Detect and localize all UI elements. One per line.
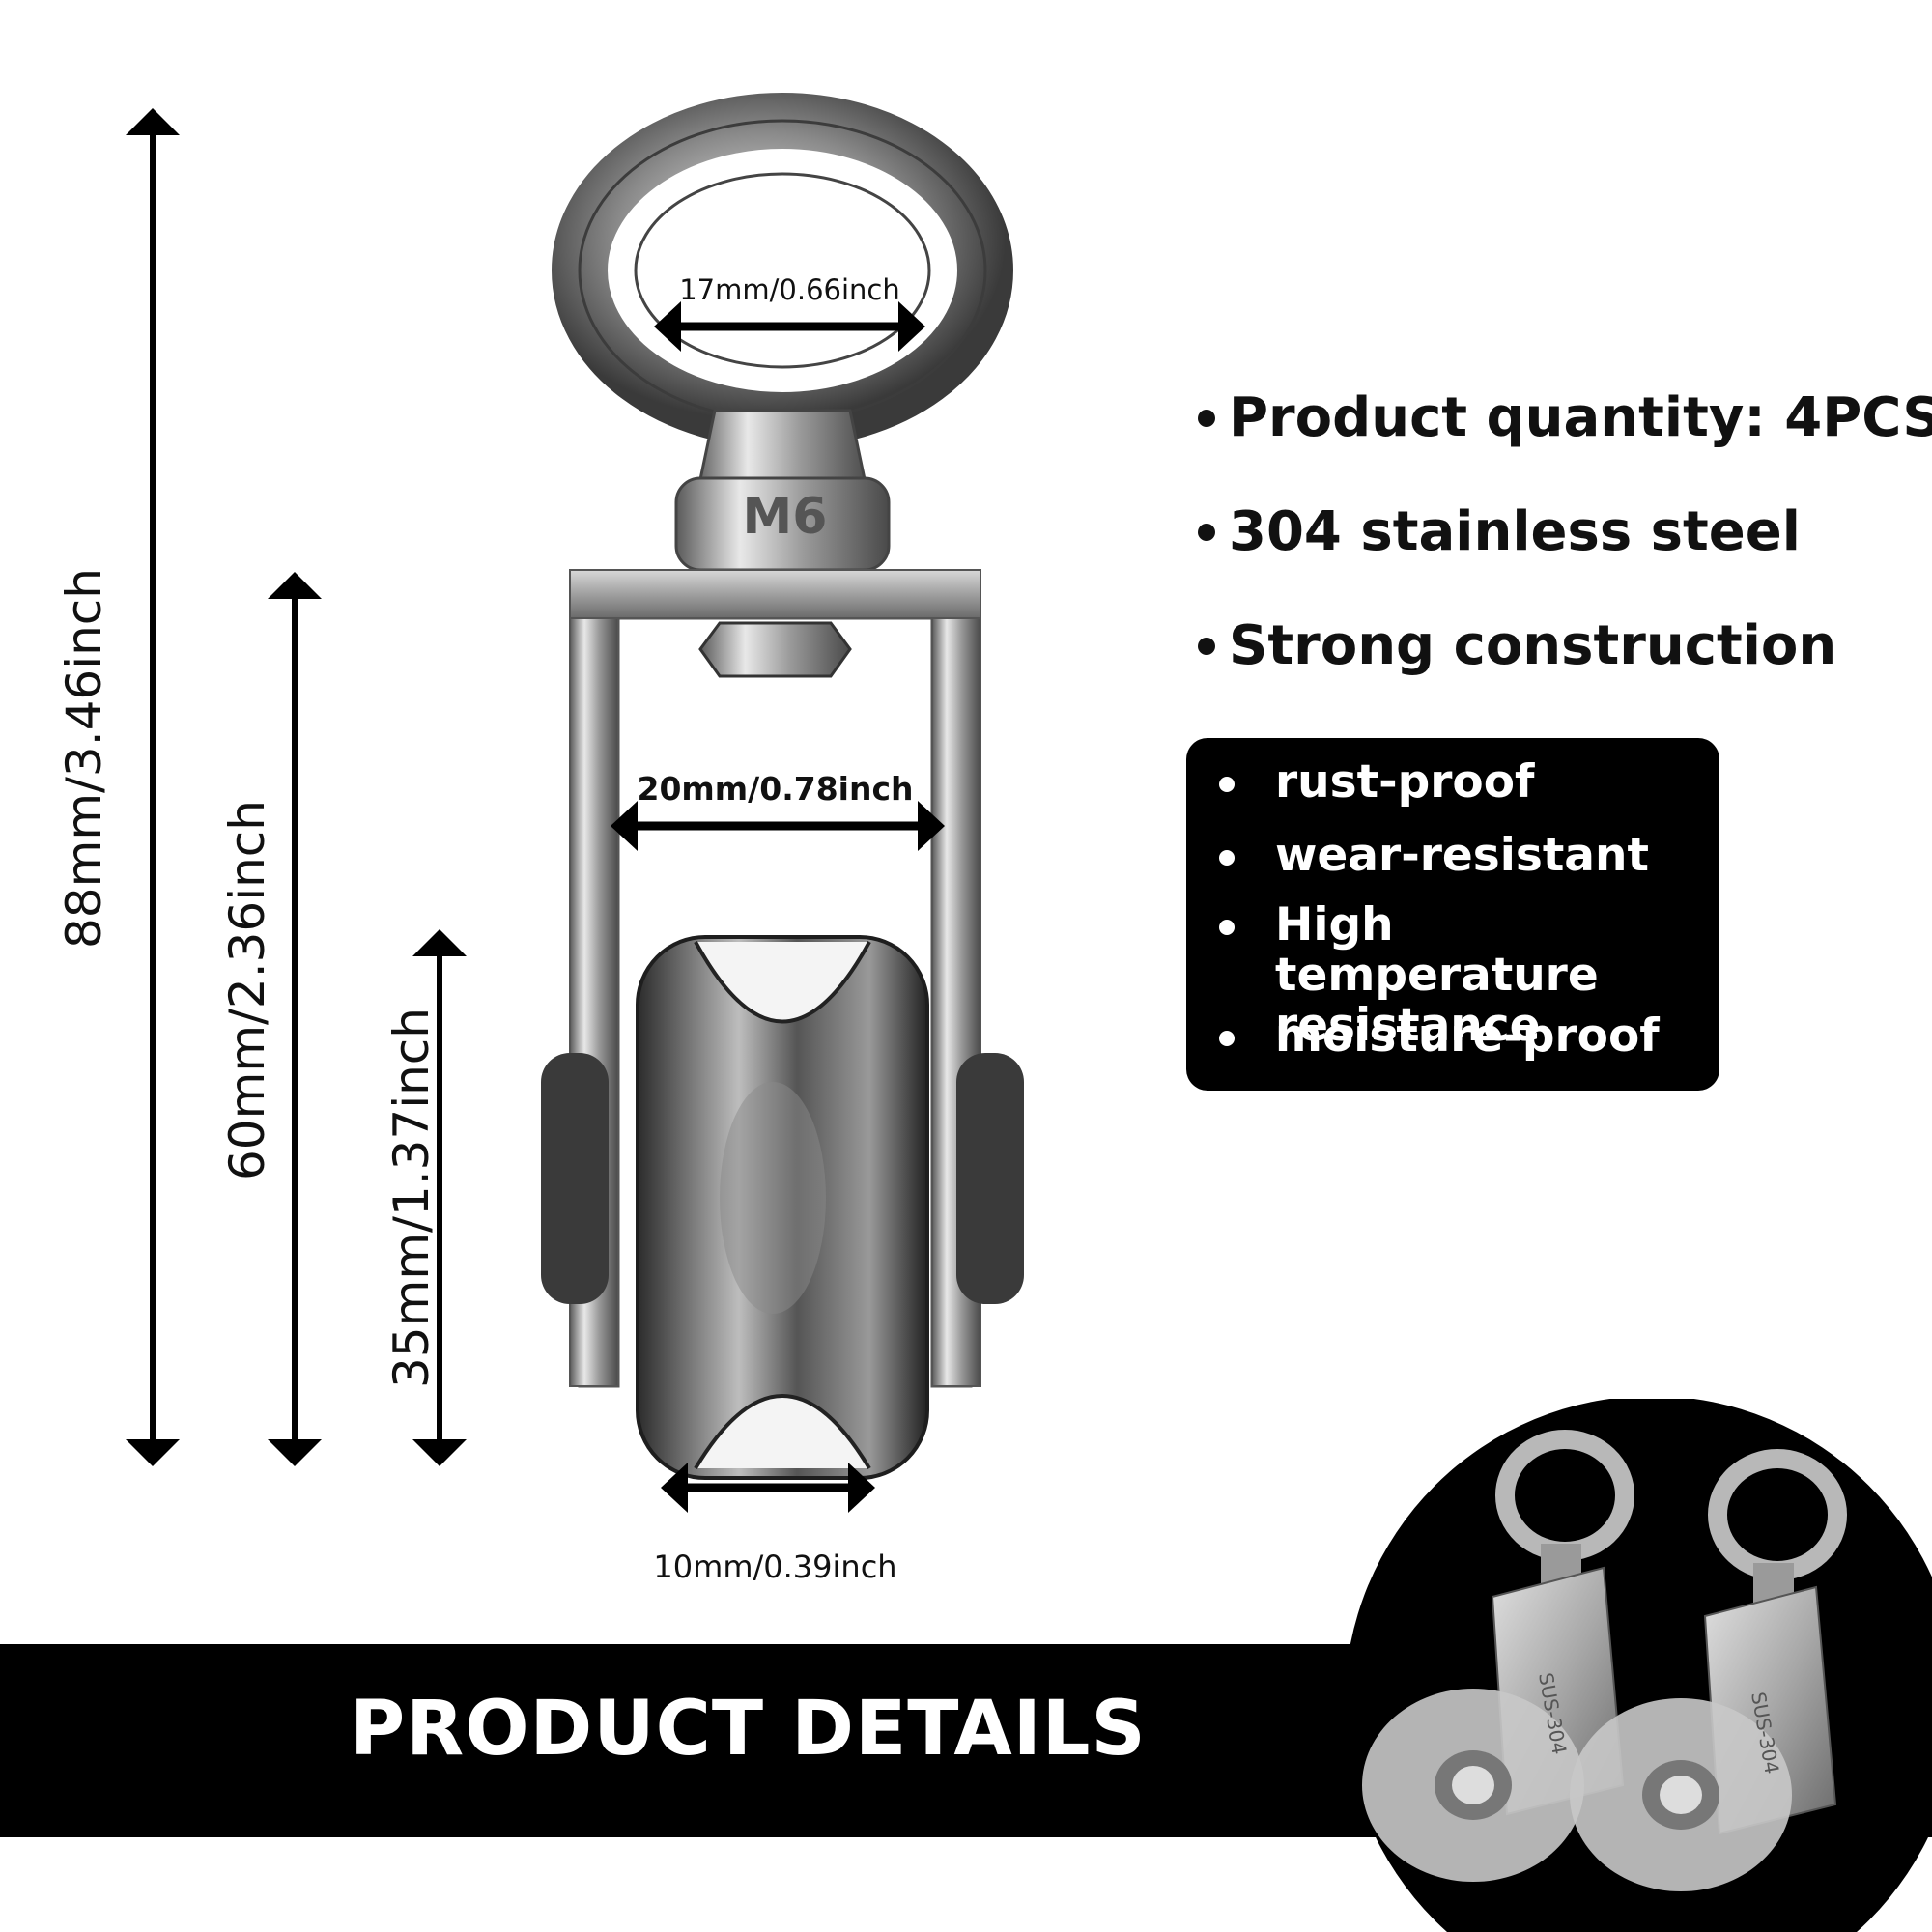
bullet-dot bbox=[1198, 637, 1215, 655]
ring-width-label: 17mm/0.66inch bbox=[679, 273, 900, 306]
dimension-arrow-body bbox=[268, 572, 322, 1466]
height-total-label: 88mm/3.46inch bbox=[56, 568, 112, 949]
feature-quantity: Product quantity: 4PCS bbox=[1198, 386, 1932, 449]
dimension-arrow-wheel bbox=[412, 929, 467, 1466]
eye-ring bbox=[552, 93, 1013, 448]
pulley-wheel bbox=[541, 935, 1024, 1480]
feature-construction: Strong construction bbox=[1198, 614, 1836, 677]
panel-item-wear-resistant: wear-resistant bbox=[1219, 831, 1708, 881]
height-body-label: 60mm/2.36inch bbox=[219, 800, 275, 1180]
bullet-dot bbox=[1219, 777, 1235, 792]
feature-material: 304 stainless steel bbox=[1198, 500, 1801, 563]
height-wheel-label: 35mm/1.37inch bbox=[384, 1008, 440, 1388]
dimension-arrow-groove bbox=[661, 1463, 875, 1513]
panel-item-moisture-proof: moisture-proof bbox=[1219, 1011, 1708, 1062]
bullet-dot bbox=[1219, 1031, 1235, 1046]
dimension-arrow-ring bbox=[654, 301, 925, 352]
groove-width-label: 10mm/0.39inch bbox=[653, 1548, 897, 1585]
panel-item-rust-proof: rust-proof bbox=[1219, 757, 1708, 808]
footer-title: PRODUCT DETAILS bbox=[350, 1686, 1147, 1773]
panel-item-high-temperature: High temperature resistance bbox=[1219, 900, 1708, 1051]
thumbnail-pulley-right bbox=[1570, 1449, 1847, 1891]
dimension-arrow-bracket bbox=[611, 801, 945, 851]
thumbnail-pulley-left bbox=[1362, 1430, 1634, 1882]
product-thumbnail: SUS-304 SUS-304 bbox=[1348, 1399, 1932, 1932]
eye-bolt-marking: M6 bbox=[742, 488, 828, 546]
bullet-dot bbox=[1219, 850, 1235, 866]
bracket-width-label: 20mm/0.78inch bbox=[637, 770, 914, 808]
dimension-arrow-total bbox=[126, 108, 180, 1466]
bullet-dot bbox=[1198, 523, 1215, 541]
bullet-dot bbox=[1198, 409, 1215, 427]
bullet-dot bbox=[1219, 920, 1235, 935]
property-panel: rust-proof wear-resistant High temperatu… bbox=[1186, 738, 1719, 1091]
